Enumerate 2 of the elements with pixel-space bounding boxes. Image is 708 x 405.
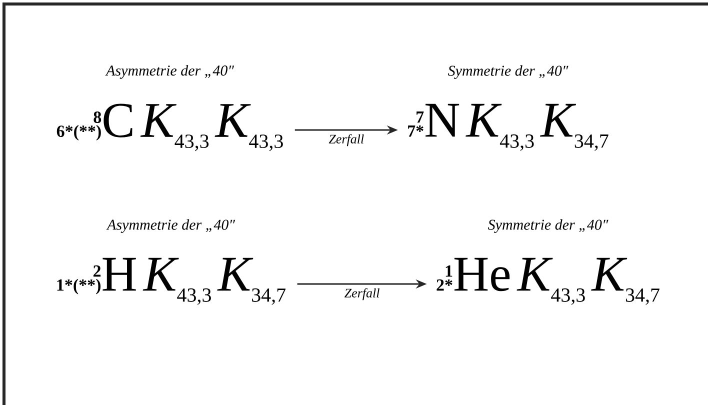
edge-label: Zerfall <box>344 288 380 300</box>
edge-label: Zerfall <box>328 134 364 146</box>
